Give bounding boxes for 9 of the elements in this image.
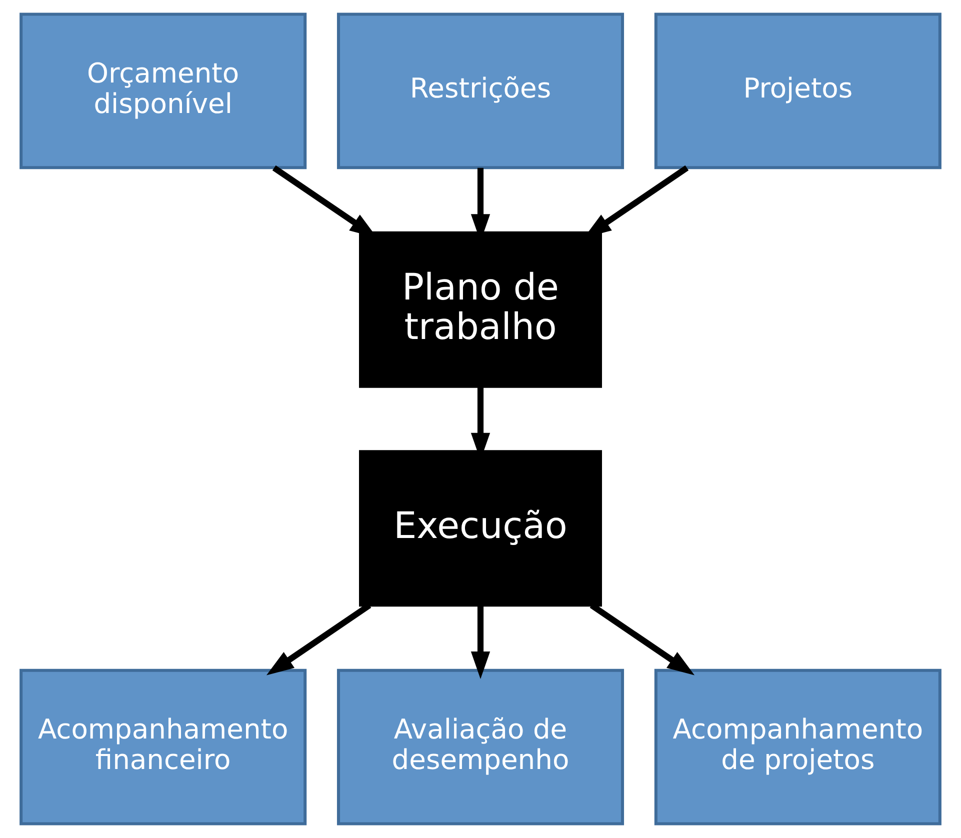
node-box: Orçamento disponível	[20, 12, 307, 170]
node-box: Acompanhamento financeiro	[20, 668, 307, 826]
arrow	[470, 605, 490, 679]
node-box: Acompanhamento de projetos	[654, 668, 942, 826]
node-box: Execução	[359, 450, 602, 607]
node-box: Restrições	[336, 12, 624, 170]
node-box: Avaliação de desempenho	[336, 668, 624, 826]
node-box: Plano de trabalho	[359, 231, 602, 388]
node-box: Projetos	[654, 12, 942, 170]
